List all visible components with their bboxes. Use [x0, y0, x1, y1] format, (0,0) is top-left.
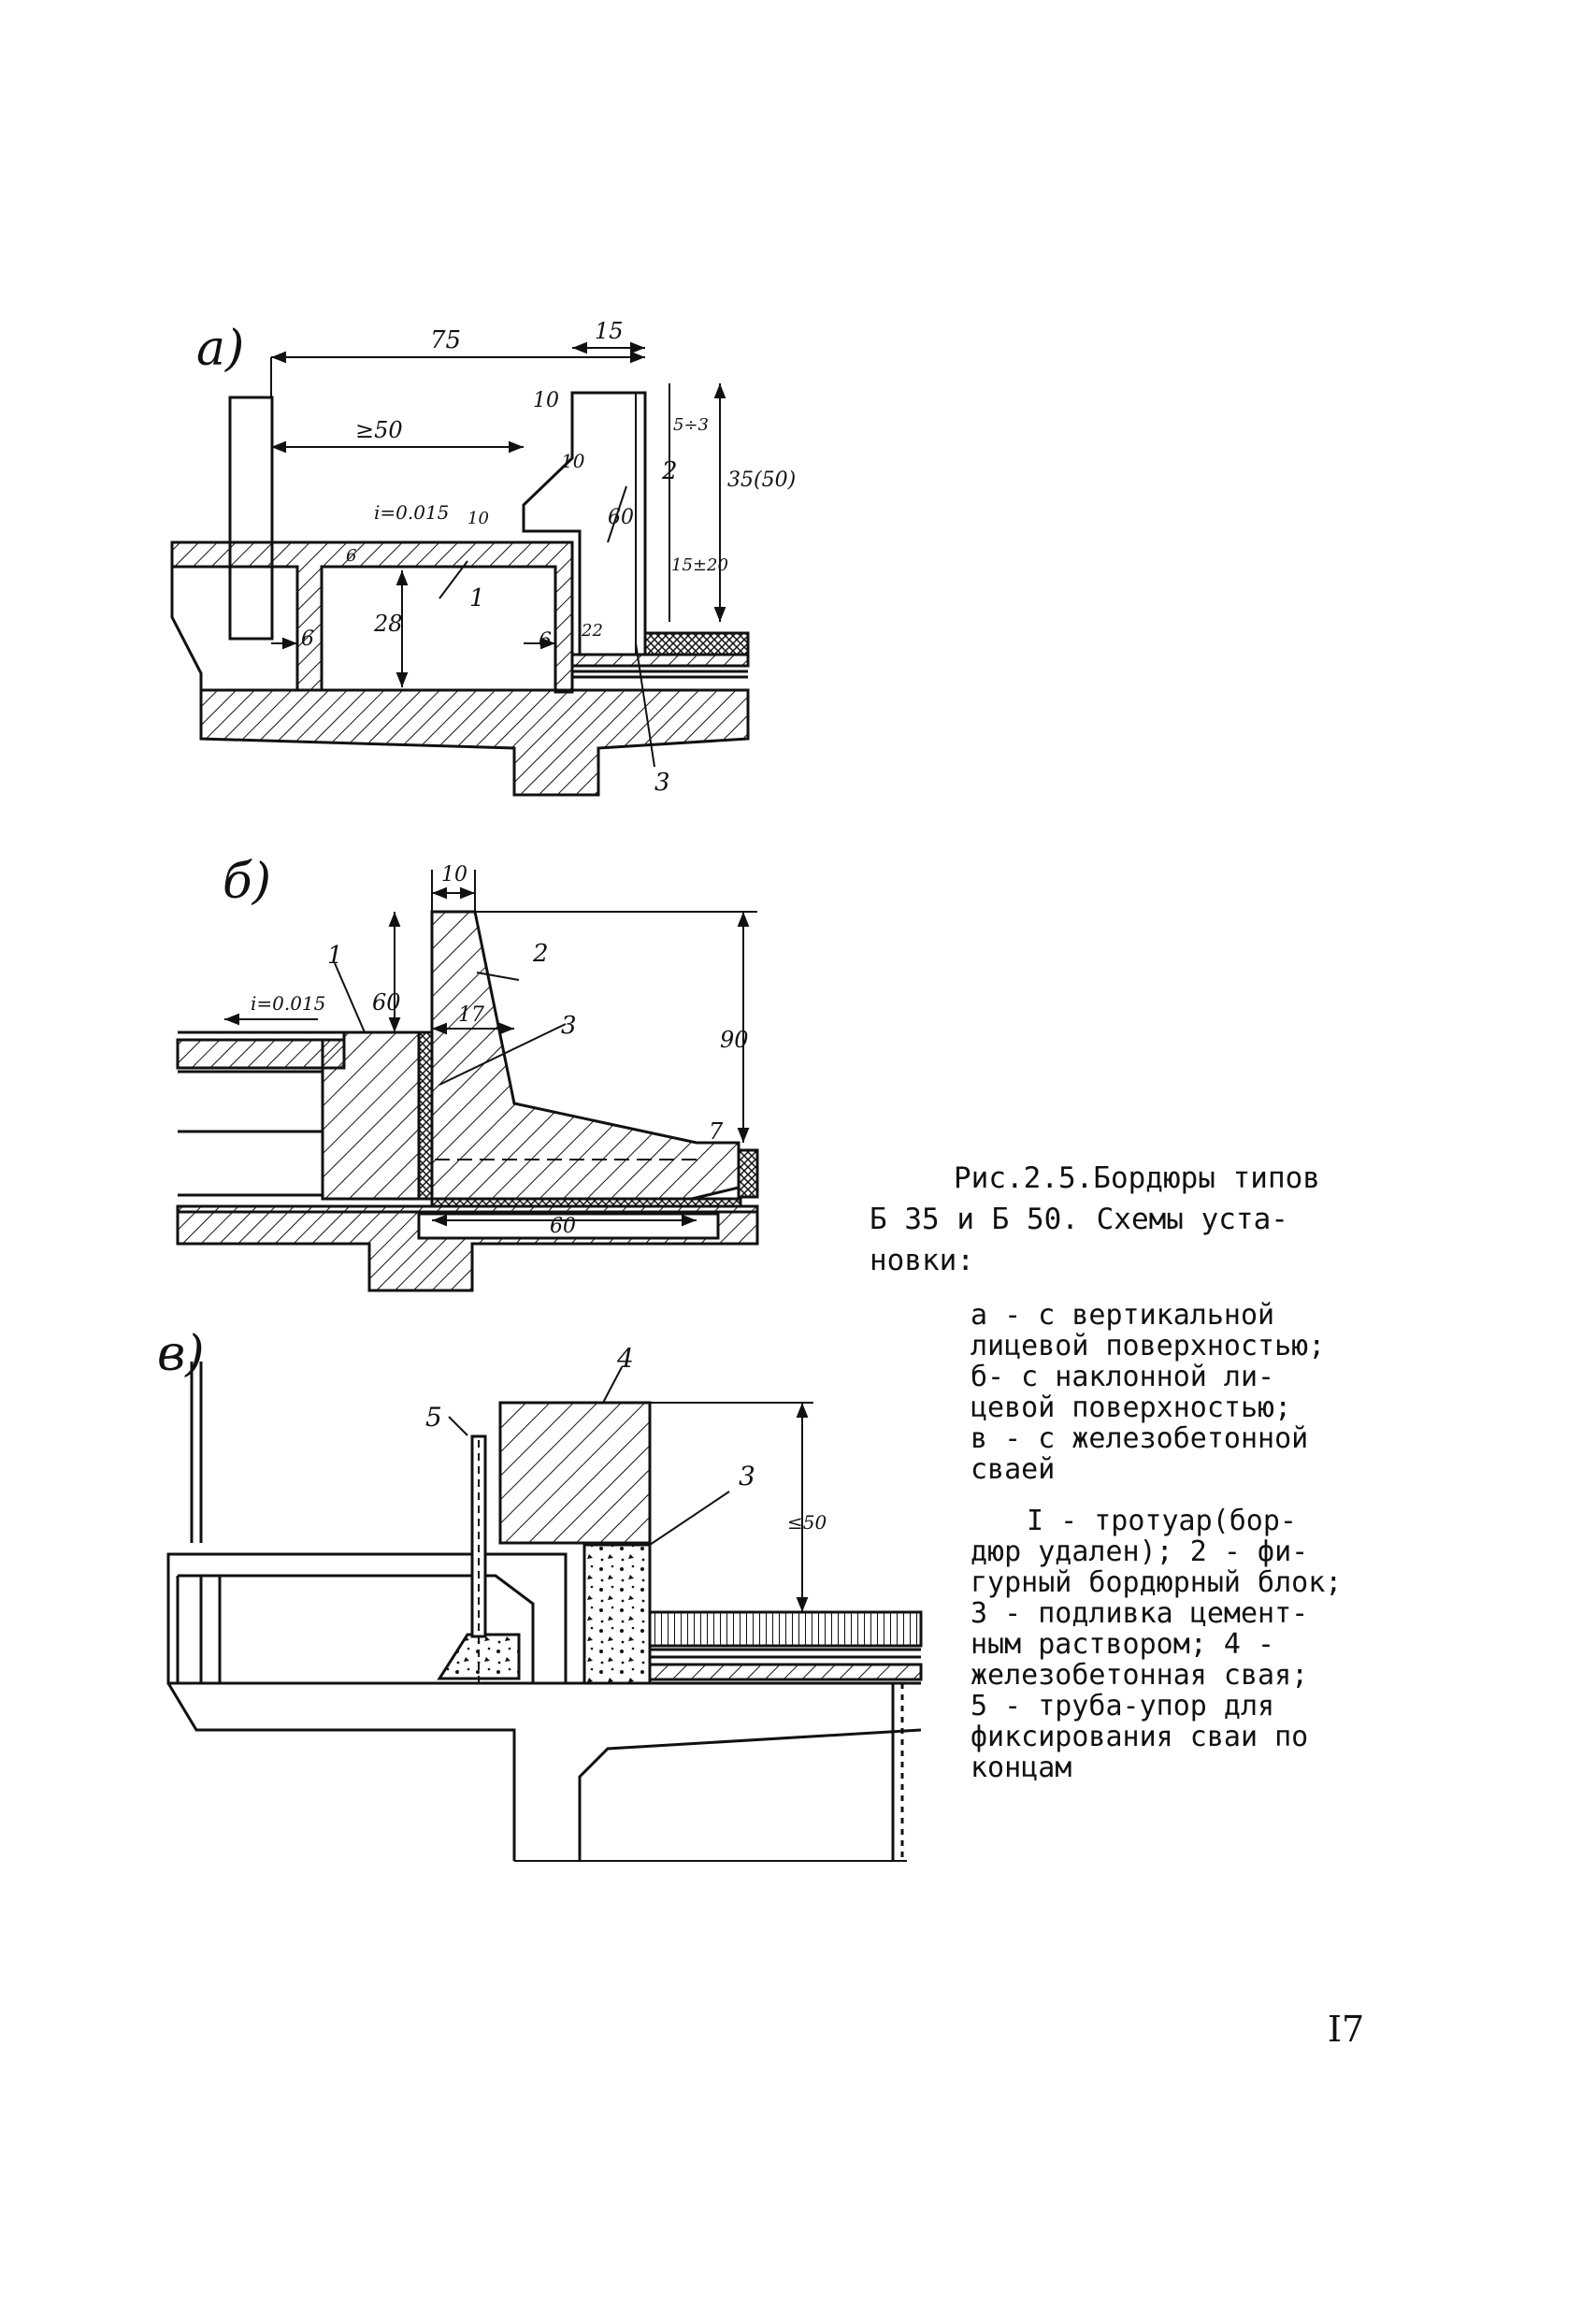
- caption-title-line-3: новки:: [870, 1244, 974, 1277]
- panel-a-dim-6-a: 6: [346, 546, 356, 566]
- panel-a-dim-35-50: 35(50): [727, 468, 796, 492]
- page-number: I7: [1328, 2009, 1365, 2050]
- panel-a-dim-75: 75: [430, 326, 461, 354]
- legend-line: 3 - подливка цемент-: [971, 1597, 1309, 1630]
- legend-line: I - тротуар(бор-: [1027, 1505, 1297, 1537]
- panel-a-callout-2: 2: [661, 457, 678, 485]
- legend-line: 5 - труба-упор для: [971, 1690, 1275, 1722]
- panel-b-dim-17: 17: [458, 1003, 484, 1027]
- panel-b-dim-60-bottom: 60: [550, 1215, 576, 1238]
- legend-line: концам: [971, 1751, 1072, 1784]
- panel-a-callout-3: 3: [654, 769, 670, 797]
- panel-b-callout-2: 2: [532, 940, 549, 968]
- panel-v-callout-3: 3: [739, 1461, 755, 1492]
- variant-line: цевой поверхностью;: [971, 1391, 1292, 1424]
- panel-a-dim-22: 22: [581, 621, 603, 641]
- panel-a-label: а): [196, 321, 244, 377]
- legend-line: гурный бордюрный блок;: [971, 1566, 1343, 1599]
- panel-v: в) ≤50: [157, 1326, 923, 1862]
- panel-a-dim-15: 15: [595, 318, 624, 344]
- figure-legend: а - с вертикальной лицевой поверхностью;…: [971, 1300, 1569, 1783]
- figure-caption: Рис.2.5.Бордюры типов Б 35 и Б 50. Схемы…: [870, 1158, 1543, 1281]
- panel-a-dim-28: 28: [373, 611, 403, 637]
- legend-line: дюр удален); 2 - фи-: [971, 1535, 1309, 1568]
- caption-title-line-2: Б 35 и Б 50. Схемы уста-: [870, 1203, 1288, 1236]
- panel-a-dim-10-top: 10: [533, 389, 559, 412]
- panel-b-slope: i=0.015: [251, 992, 325, 1015]
- panel-b-dim-7: 7: [709, 1118, 724, 1145]
- variant-line: лицевой поверхностью;: [971, 1330, 1326, 1362]
- panel-a-dim-60: 60: [608, 506, 634, 529]
- panel-b-dim-90: 90: [720, 1027, 749, 1053]
- variant-line: а - с вертикальной: [971, 1299, 1275, 1332]
- panel-v-callout-5: 5: [425, 1402, 442, 1433]
- panel-b-callout-3: 3: [561, 1012, 577, 1040]
- panel-b-label: б): [223, 854, 271, 910]
- panel-a-dim-15-20: 15±20: [671, 555, 728, 575]
- panel-a-dim-6-b: 6: [301, 627, 314, 651]
- variant-line: сваей: [971, 1453, 1056, 1486]
- panel-v-callout-4: 4: [616, 1343, 634, 1374]
- legend-line: фиксирования сваи по: [971, 1721, 1309, 1753]
- panel-a-dim-10-slope: 10: [561, 450, 585, 472]
- caption-title-line-1: Рис.2.5.Бордюры типов: [954, 1161, 1320, 1195]
- panel-v-label: в): [157, 1326, 205, 1382]
- panel-a: а) 75 15 10 ≥50 10 i=0.015: [170, 318, 796, 797]
- panel-b-callout-1: 1: [327, 942, 343, 970]
- panel-a-dim-6-c: 6: [539, 629, 552, 653]
- panel-a-callout-1: 1: [469, 584, 485, 613]
- panel-b-dim-10: 10: [441, 863, 467, 886]
- legend-line: железобетонная свая;: [971, 1659, 1309, 1692]
- panel-a-slope: i=0.015: [374, 501, 449, 524]
- legend-line: ным раствором; 4 -: [971, 1628, 1275, 1661]
- panel-a-dim-10-low: 10: [467, 509, 489, 528]
- panel-a-dim-5-3: 5÷3: [673, 415, 709, 435]
- panel-b-dim-60: 60: [372, 989, 401, 1016]
- variant-line: б- с наклонной ли-: [971, 1361, 1275, 1393]
- panel-a-dim-ge50: ≥50: [355, 417, 403, 443]
- panel-v-dim-le50: ≤50: [787, 1511, 827, 1534]
- variant-line: в - с железобетонной: [971, 1422, 1309, 1455]
- panel-b: б) 10 60 i=0.015 17: [176, 854, 759, 1292]
